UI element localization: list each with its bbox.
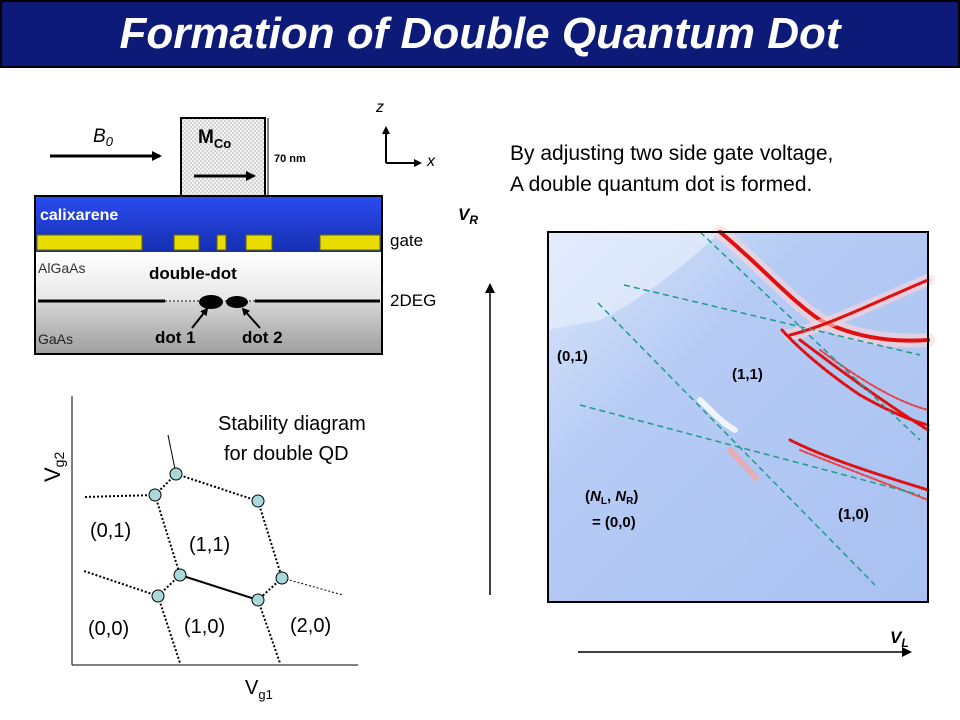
algaas-label: AlGaAs xyxy=(38,260,85,276)
stability-ylabel: Vg2 xyxy=(40,452,67,482)
plot-region-10: (1,0) xyxy=(838,506,869,523)
double-dot-label: double-dot xyxy=(149,264,237,283)
calixarene-label: calixarene xyxy=(40,207,118,224)
device-outline xyxy=(34,195,383,355)
stability-xlabel: Vg1 xyxy=(245,677,273,702)
guide-lines xyxy=(579,231,921,586)
description-line-2: A double quantum dot is formed. xyxy=(510,173,812,196)
dot-2-label: dot 2 xyxy=(242,328,283,347)
stability-region-label: (0,0) xyxy=(88,618,129,640)
device-schematic: B0 MCo 70 nm z x calixarene AlGaAs doubl… xyxy=(34,99,436,355)
gate-electrodes xyxy=(36,234,381,251)
stability-region-label: (0,1) xyxy=(90,520,131,542)
gate-electrode xyxy=(36,234,143,251)
plot-frame xyxy=(547,231,929,603)
stability-region-label: (2,0) xyxy=(290,615,331,637)
description-line-1: By adjusting two side gate voltage, xyxy=(510,142,833,165)
plot-region-00-value: = (0,0) xyxy=(592,514,636,531)
height-label: 70 nm xyxy=(274,153,306,165)
x-axis-label: x xyxy=(426,153,436,170)
dot-2-marker xyxy=(226,296,248,308)
plot-region-11: (1,1) xyxy=(732,366,763,383)
gaas-layer xyxy=(35,302,382,354)
triple-point xyxy=(173,568,187,582)
dot-1-pointer xyxy=(191,307,209,329)
plot-wash xyxy=(548,232,720,330)
page-title: Formation of Double Quantum Dot xyxy=(119,9,841,58)
stability-diagram: Stability diagram for double QD Vg2 Vg1 xyxy=(40,396,366,702)
triple-point xyxy=(148,488,162,502)
triple-point xyxy=(151,589,165,603)
stability-region-label: (1,1) xyxy=(189,534,230,556)
triple-point xyxy=(275,571,289,585)
dot-2-pointer xyxy=(241,307,261,329)
triple-point xyxy=(169,467,183,481)
vr-label: VR xyxy=(458,205,478,227)
algaas-layer xyxy=(35,252,382,302)
triple-point xyxy=(251,593,265,607)
triple-point xyxy=(251,494,265,508)
gate-electrode xyxy=(216,234,227,251)
cobalt-magnet xyxy=(180,117,266,197)
gate-electrode xyxy=(245,234,273,251)
measurement-plot: VR VL (0,1 xyxy=(458,205,935,657)
plot-region-01: (0,1) xyxy=(557,348,588,365)
triple-points xyxy=(148,467,289,607)
stability-caption-1: Stability diagram xyxy=(218,413,366,435)
plot-region-00-label: (NL, NR) xyxy=(585,488,638,507)
2deg-label: 2DEG xyxy=(390,291,436,310)
field-label: B0 xyxy=(93,126,114,149)
gate-electrode xyxy=(173,234,200,251)
stability-region-label: (1,0) xyxy=(184,616,225,638)
gaas-label: GaAs xyxy=(38,331,73,347)
vl-label: VL xyxy=(890,628,909,650)
stability-caption-2: for double QD xyxy=(224,443,349,465)
gate-label: gate xyxy=(390,231,423,250)
dot-1-marker xyxy=(199,295,223,309)
dot-1-label: dot 1 xyxy=(155,328,196,347)
gate-electrode xyxy=(319,234,381,251)
title-bar: Formation of Double Quantum Dot xyxy=(0,0,960,68)
magnet-label: MCo xyxy=(198,127,231,151)
z-axis-label: z xyxy=(375,99,384,116)
